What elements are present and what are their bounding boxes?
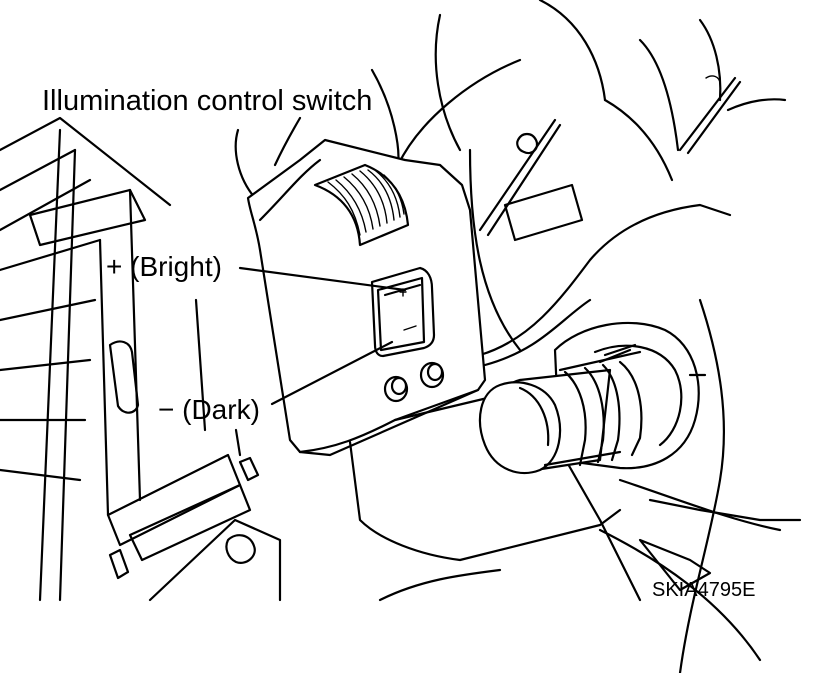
dark-leader-line: [270, 340, 394, 406]
figure-code: SKIA4795E: [652, 579, 755, 601]
steering-column: [478, 321, 707, 475]
air-vent: [0, 116, 282, 602]
illumination-switch: [370, 266, 436, 358]
title-label: Illumination control switch: [42, 85, 372, 117]
dashboard: [234, 0, 802, 673]
dimmer-thumbwheel: [313, 163, 410, 247]
dark-label: − (Dark): [158, 394, 260, 425]
bright-label: + (Bright): [106, 251, 222, 282]
gauge-cluster: [478, 75, 742, 242]
bright-leader-line: [238, 266, 407, 292]
small-knobs: [383, 361, 445, 403]
minus-mark: [403, 325, 417, 331]
